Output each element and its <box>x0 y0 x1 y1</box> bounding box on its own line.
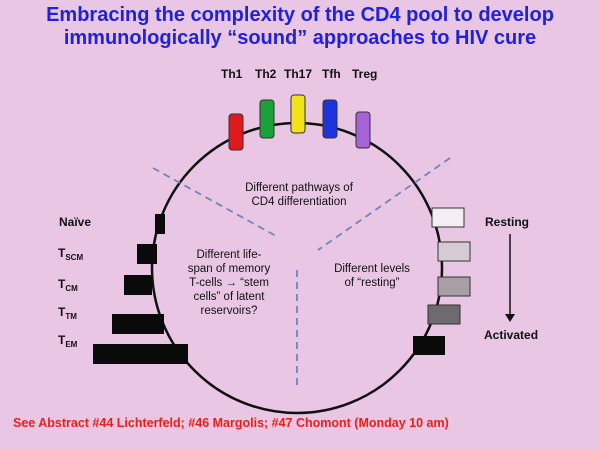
resting-level-2 <box>437 241 471 262</box>
th2-label: Th2 <box>255 67 277 81</box>
ttm-label: TTM <box>58 305 77 321</box>
ttm-bar <box>112 314 164 334</box>
divider-upper-right <box>317 157 451 251</box>
th1-label: Th1 <box>221 67 243 81</box>
tscm-bar <box>137 244 157 264</box>
resting-level-4 <box>427 304 461 325</box>
tfh-bar <box>322 99 338 139</box>
th1-bar <box>228 113 244 151</box>
tem-bar <box>93 344 188 364</box>
th17-label: Th17 <box>284 67 313 81</box>
title-line-1: Embracing the complexity of the CD4 pool… <box>46 4 554 26</box>
resting-level-1 <box>431 207 465 228</box>
section-lifespan-text: Different life- span of memory T-cells →… <box>187 249 271 317</box>
th17-bar <box>290 94 306 134</box>
resting-level-3 <box>437 276 471 297</box>
tem-label: TEM <box>58 333 78 349</box>
section-resting-text: Different levels of “resting” <box>334 263 410 289</box>
tscm-label: TSCM <box>58 246 84 262</box>
section-differentiation-text: Different pathways of CD4 differentiatio… <box>245 182 353 208</box>
title-line-2: immunologically “sound” approaches to HI… <box>63 27 537 49</box>
naive-label: Naïve <box>59 215 92 229</box>
tfh-label: Tfh <box>322 67 341 81</box>
treg-bar <box>355 111 371 149</box>
abstract-references: See Abstract #44 Lichterfeld; #46 Margol… <box>13 416 449 430</box>
resting-level-5 <box>413 336 445 355</box>
activation-arrow-head <box>505 314 515 322</box>
treg-label: Treg <box>352 67 378 81</box>
resting-label: Resting <box>485 215 530 229</box>
tcm-label: TCM <box>58 277 78 293</box>
slide-title: Embracing the complexity of the CD4 pool… <box>0 4 600 50</box>
activated-label: Activated <box>484 328 539 342</box>
naive-bar <box>155 214 165 234</box>
th2-bar <box>259 99 275 139</box>
tcm-bar <box>124 275 152 295</box>
